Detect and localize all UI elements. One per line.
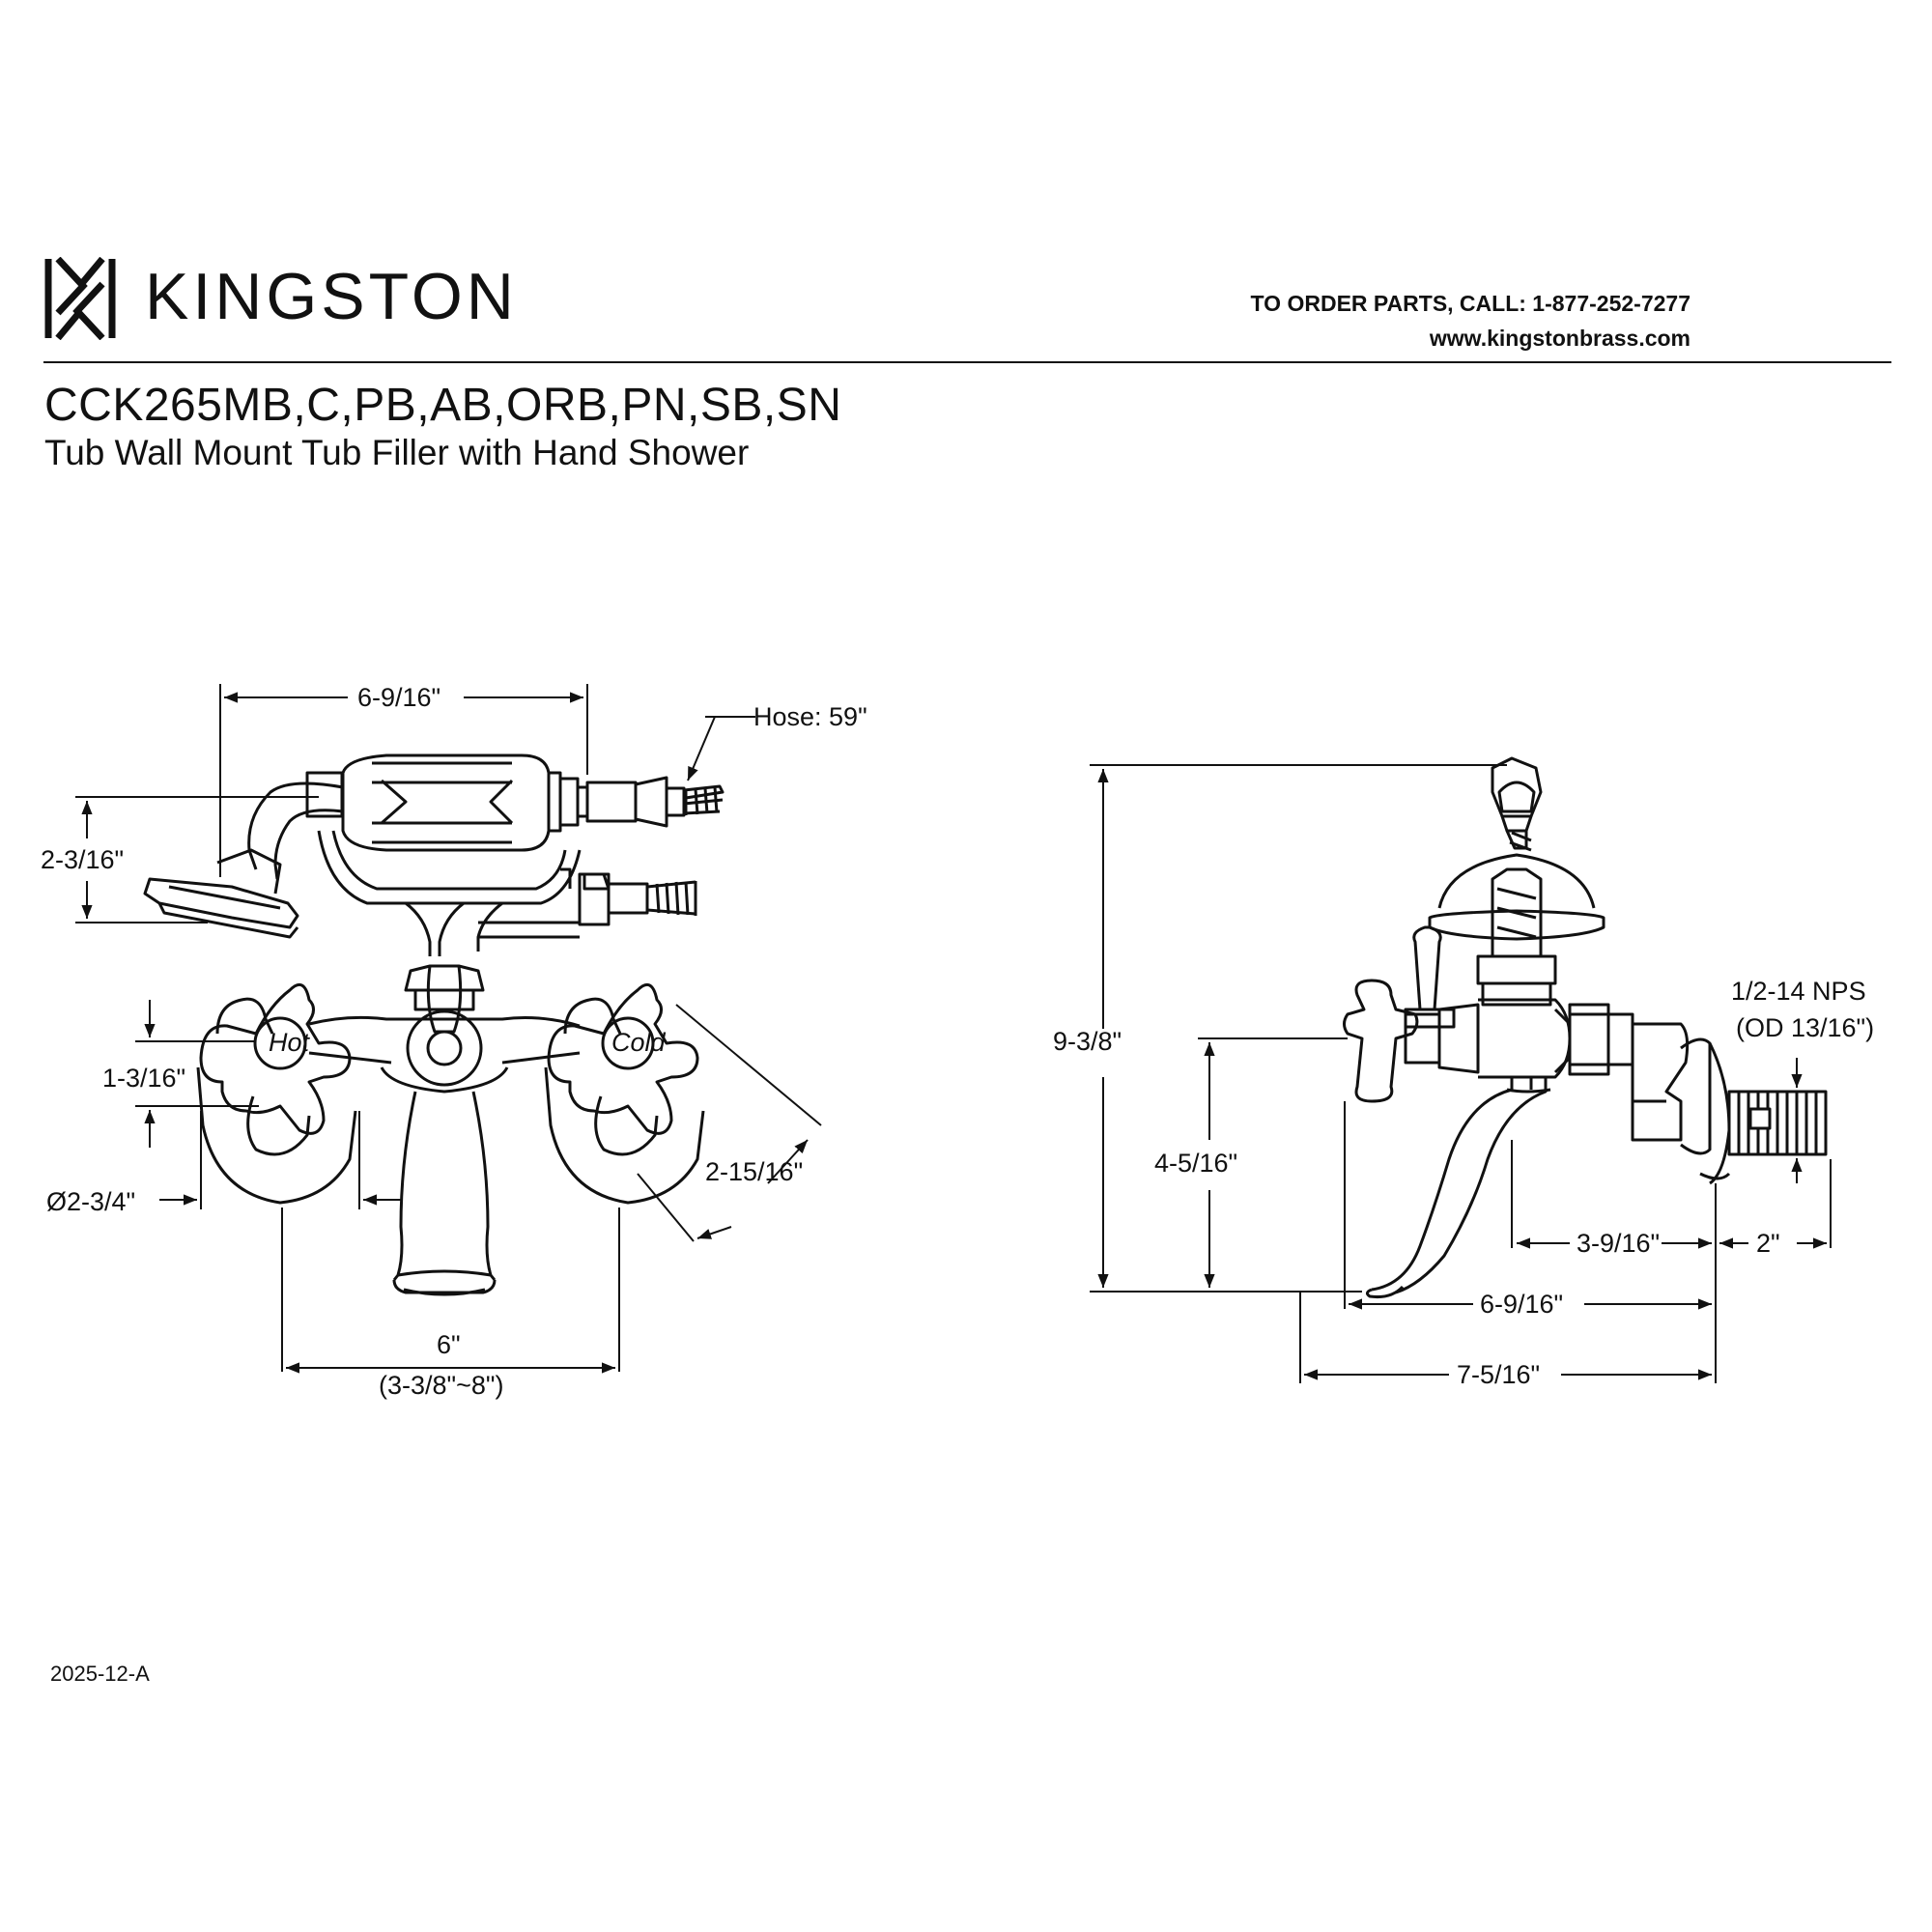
hose-outlet [578, 872, 697, 926]
front-dimension-texts: 6-9/16" Hose: 59" 2-3/16" 1-3/16" Ø2-3/4… [41, 683, 867, 1400]
hose-fitting-top [665, 784, 724, 817]
hot-handle-cap [253, 1016, 307, 1070]
dim-center-spacing: 6" [437, 1330, 461, 1359]
dim-thread-spec: 1/2-14 NPS [1731, 977, 1866, 1006]
product-description: Tub Wall Mount Tub Filler with Hand Show… [44, 433, 750, 472]
side-wall-bracket [1631, 1022, 1731, 1185]
side-diverter [1404, 925, 1456, 1029]
website-link[interactable]: www.kingstonbrass.com [1429, 326, 1690, 351]
dim-spout-reach: 6-9/16" [1480, 1290, 1563, 1319]
dim-body-depth: 3-9/16" [1577, 1229, 1660, 1258]
header-divider [43, 361, 1891, 363]
side-spout [1365, 1077, 1551, 1298]
side-view [1343, 756, 1828, 1298]
brand-name: KINGSTON [145, 260, 518, 333]
contact-info: TO ORDER PARTS, CALL: 1-877-252-7277 www… [1251, 286, 1690, 355]
dim-shower-height: 2-3/16" [41, 845, 124, 874]
shower-head [143, 848, 299, 939]
front-view: Hot Cold [143, 753, 724, 1296]
kingston-logo-icon [44, 257, 116, 340]
dim-handle-diameter: Ø2-3/4" [46, 1187, 135, 1216]
dim-overall-depth: 7-5/16" [1457, 1360, 1540, 1389]
dim-hose: Hose: 59" [753, 702, 867, 731]
dim-center-range: (3-3/8"~8") [379, 1371, 503, 1400]
dim-width-handset: 6-9/16" [357, 683, 440, 712]
side-dimension-lines [1090, 764, 1832, 1383]
side-threaded-shank [1727, 1090, 1828, 1156]
faucet-body [308, 1009, 581, 1296]
hot-handle [196, 982, 357, 1205]
dim-handle-span: 2-15/16" [705, 1157, 803, 1186]
front-dimension-lines [75, 684, 822, 1374]
dim-thread-od: (OD 13/16") [1736, 1013, 1874, 1042]
hot-label: Hot [269, 1028, 311, 1057]
hand-shower-handset [247, 753, 668, 880]
side-handle [1343, 979, 1480, 1103]
dim-spout-height: 4-5/16" [1154, 1149, 1237, 1178]
revision-code: 2025-12-A [50, 1662, 150, 1686]
side-handset-top [1491, 756, 1543, 852]
model-number: CCK265MB,C,PB,AB,ORB,PN,SB,SN [44, 380, 842, 431]
cold-label: Cold [611, 1028, 667, 1057]
dim-handle-height: 1-3/16" [102, 1064, 185, 1093]
side-cradle [1428, 853, 1605, 1007]
side-dimension-texts: 9-3/8" 4-5/16" 1/2-14 NPS (OD 13/16") 3-… [1053, 977, 1874, 1389]
dim-shank-length: 2" [1756, 1229, 1780, 1258]
order-phone: TO ORDER PARTS, CALL: 1-877-252-7277 [1250, 291, 1690, 316]
dim-overall-height: 9-3/8" [1053, 1027, 1122, 1056]
side-valve-body [1478, 998, 1634, 1079]
cold-handle [544, 982, 705, 1205]
